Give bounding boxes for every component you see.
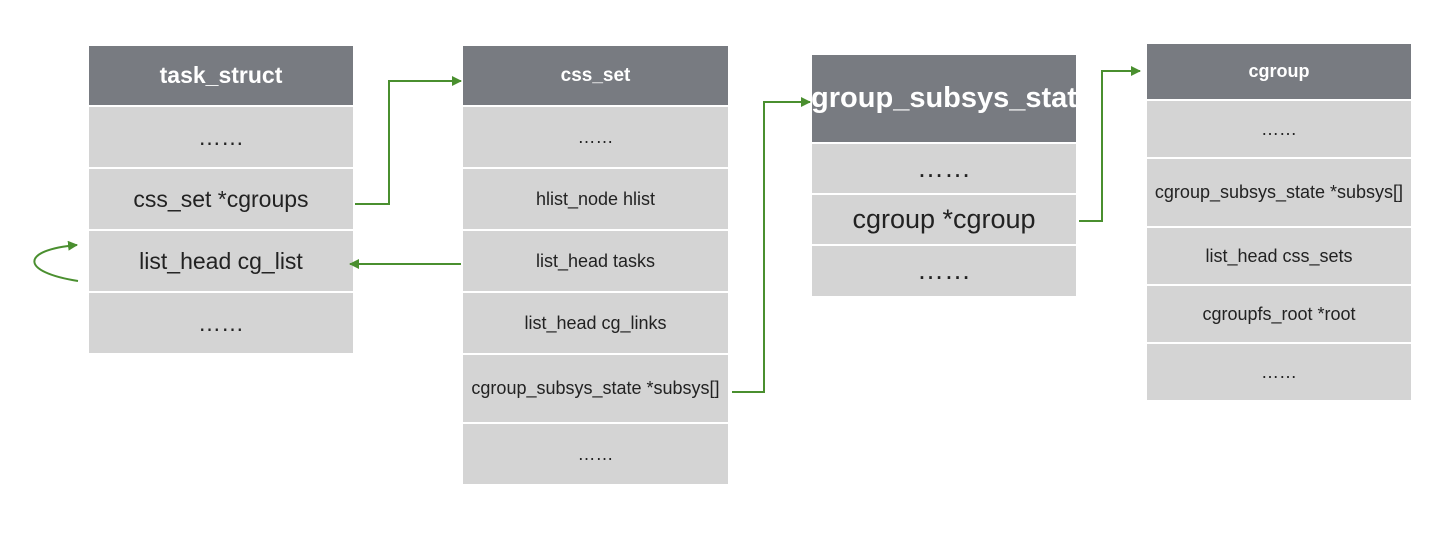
arrow-cg-list-self-loop (33, 240, 79, 282)
field-list-head-tasks: list_head tasks (463, 231, 728, 293)
struct-title: task_struct (89, 46, 353, 107)
field-ellipsis-top: …… (463, 107, 728, 169)
field-ellipsis-bottom: …… (89, 293, 353, 353)
field-ellipsis-bottom: …… (1147, 344, 1411, 400)
field-ellipsis-top: …… (1147, 101, 1411, 159)
field-css-set-cgroups: css_set *cgroups (89, 169, 353, 231)
arrow-subsys-to-cgroup-subsys-state (732, 97, 811, 393)
struct-task-struct: task_struct …… css_set *cgroups list_hea… (89, 46, 353, 353)
struct-title: css_set (463, 46, 728, 107)
struct-css-set: css_set …… hlist_node hlist list_head ta… (463, 46, 728, 484)
field-cgroupfs-root-root: cgroupfs_root *root (1147, 286, 1411, 344)
field-list-head-cg-links: list_head cg_links (463, 293, 728, 355)
struct-title: cgroup (1147, 44, 1411, 101)
field-ellipsis-bottom: …… (463, 424, 728, 484)
field-cgroup-subsys-state-subsys: cgroup_subsys_state *subsys[] (1147, 159, 1411, 228)
struct-title: cgroup_subsys_state (795, 55, 1093, 144)
field-ellipsis-top: …… (89, 107, 353, 169)
arrow-cgroups-to-css-set (355, 76, 462, 205)
field-ellipsis-top: …… (812, 144, 1076, 195)
field-list-head-cg-list: list_head cg_list (89, 231, 353, 293)
struct-cgroup: cgroup …… cgroup_subsys_state *subsys[] … (1147, 44, 1411, 400)
field-cgroup-subsys-state-subsys: cgroup_subsys_state *subsys[] (463, 355, 728, 424)
field-hlist-node-hlist: hlist_node hlist (463, 169, 728, 231)
field-list-head-css-sets: list_head css_sets (1147, 228, 1411, 286)
field-cgroup-cgroup: cgroup *cgroup (812, 195, 1076, 246)
field-ellipsis-bottom: …… (812, 246, 1076, 296)
struct-cgroup-subsys-state: cgroup_subsys_state …… cgroup *cgroup …… (795, 55, 1093, 296)
